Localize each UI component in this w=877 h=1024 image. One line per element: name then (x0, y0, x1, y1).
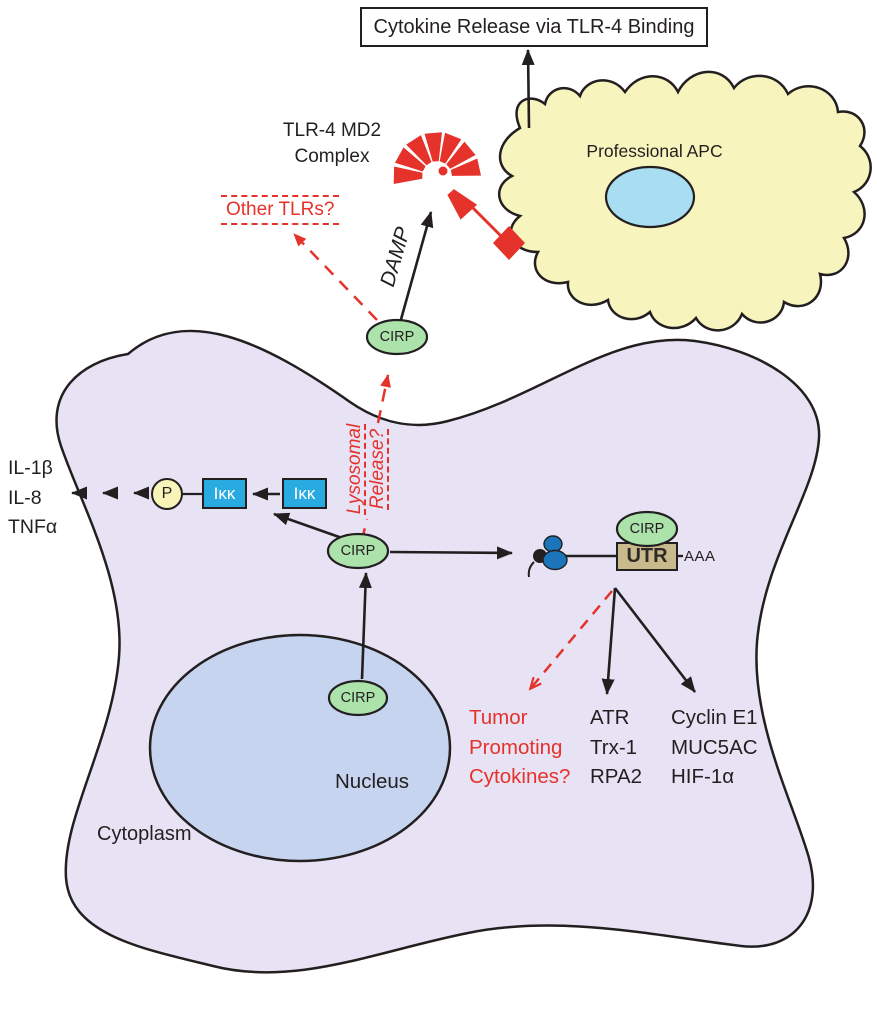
phospho-circle (151, 478, 183, 510)
ikk-box-2 (282, 478, 327, 509)
tlr4-md2-fan (393, 132, 481, 220)
tumor-label-line2: Promoting (469, 735, 563, 759)
cirp-to-ikk-arrow (273, 512, 343, 540)
secreted-cytokine-tnfa: TNFα (8, 516, 58, 538)
secreted-cytokine-il1b: IL-1β (8, 457, 53, 479)
tlr4-tether-line (466, 201, 504, 239)
ikk-label-1: Iκκ (213, 483, 236, 503)
dna-damage-targets-list: ATR Trx-1 RPA2 (590, 703, 642, 792)
target-hif1a: HIF-1α (671, 765, 735, 788)
cirp-label-extracellular: CIRP (379, 329, 415, 345)
utr-label: UTR (626, 545, 668, 567)
polya-label: AAA (684, 548, 716, 565)
tumor-cytokines-dashed-arrow (531, 590, 613, 688)
ribosome-large-subunit (542, 549, 568, 571)
lysosomal-release-label: Lysosomal Release? (343, 421, 389, 517)
secreted-cytokine-il8: IL-8 (8, 486, 42, 509)
tlr4-md2-label-line2: Complex (294, 146, 370, 167)
nucleus-label: Nucleus (335, 770, 410, 793)
cirp-label-utr: CIRP (629, 521, 665, 537)
damp-arrow (398, 211, 434, 324)
target-trx1: Trx-1 (590, 735, 638, 759)
secreted-cytokines-list: IL-1β IL-8 TNFα (8, 454, 57, 543)
cytoplasm-label: Cytoplasm (97, 823, 192, 845)
tlr4-fan-center-dot (438, 166, 448, 176)
tlr4-membrane-diamond (493, 226, 525, 260)
tlr4-md2-label: TLR-4 MD2 Complex (262, 118, 402, 170)
other-tlrs-question-label: Other TLRs? (221, 195, 340, 225)
mrna-cap-squiggle (527, 561, 535, 578)
phospho-label: P (161, 485, 173, 502)
lysosomal-dash-upper-arrow (376, 374, 391, 424)
cirp-oval-cytoplasm (326, 532, 390, 570)
oncogenic-targets-list: Cyclin E1 MUC5AC HIF-1α (671, 703, 758, 792)
lysosomal-release-line1: Lysosomal (344, 423, 365, 515)
apc-nucleus-shape (604, 165, 696, 229)
target-cyclin-e1: Cyclin E1 (671, 706, 758, 729)
professional-apc-label: Professional APC (586, 141, 723, 161)
nucleus-shape (148, 633, 452, 863)
cirp-oval-utr (615, 510, 679, 548)
target-atr: ATR (590, 706, 630, 729)
cirp-to-ribosome-arrow (389, 546, 513, 560)
cirp-oval-nucleus (327, 679, 389, 717)
tumor-promoting-cytokines-label: Tumor Promoting Cytokines? (469, 703, 570, 792)
tlr4-md2-label-line1: TLR-4 MD2 (282, 120, 382, 141)
tumor-label-line1: Tumor (469, 706, 528, 729)
ikk-box-1 (202, 478, 247, 509)
ribosome-small-subunit (543, 535, 563, 553)
nuclear-export-arrow (358, 572, 372, 680)
utr-to-atr-arrow (601, 587, 617, 695)
cell-membrane (55, 329, 821, 974)
apc-to-cytokine-arrow (521, 49, 535, 129)
cirp-label-cytoplasm: CIRP (340, 543, 376, 559)
lysosomal-release-line2: Release? (367, 428, 388, 510)
cirp-oval-extracellular (365, 318, 429, 356)
ikk-label-2: Iκκ (293, 483, 316, 503)
tumor-label-line3: Cytokines? (469, 765, 571, 788)
other-tlrs-dashed-arrow (293, 233, 378, 321)
utr-to-cyclin-arrow (613, 587, 697, 693)
target-muc5ac: MUC5AC (671, 735, 758, 759)
target-rpa2: RPA2 (590, 765, 643, 788)
cytokine-release-title-box: Cytokine Release via TLR-4 Binding (360, 7, 708, 47)
cirp-label-nucleus: CIRP (340, 690, 376, 706)
